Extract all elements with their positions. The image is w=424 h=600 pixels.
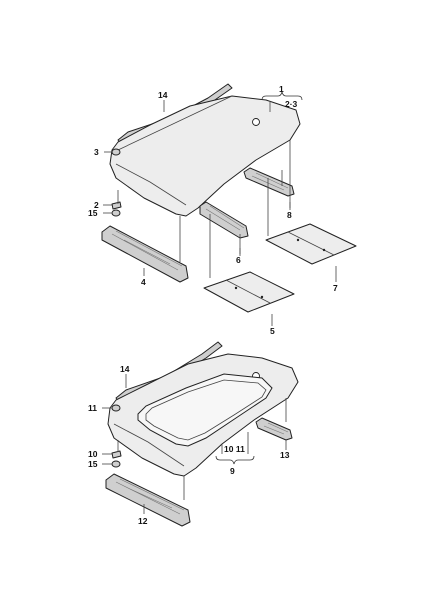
bottom-roof-assembly bbox=[102, 341, 299, 527]
callout-4: 4 bbox=[141, 277, 146, 287]
callout-11: 11 bbox=[88, 403, 97, 413]
roof-bow-rear bbox=[243, 167, 295, 197]
callout-2-3: 2·3 bbox=[285, 99, 298, 109]
callout-14-top: 14 bbox=[158, 90, 168, 100]
callout-15-bottom: 15 bbox=[88, 459, 98, 469]
nut-15-top bbox=[111, 209, 121, 217]
callout-8: 8 bbox=[287, 210, 292, 220]
roof-panel-top bbox=[109, 95, 301, 217]
roof-bow-bottom-rear bbox=[255, 417, 293, 441]
bolt-10 bbox=[111, 450, 122, 459]
callout-1: 1 bbox=[279, 84, 284, 94]
callout-10-11: 10 11 bbox=[224, 444, 245, 454]
top-roof-assembly bbox=[101, 83, 357, 326]
callout-3: 3 bbox=[94, 147, 99, 157]
callout-9: 9 bbox=[230, 466, 235, 476]
sunroof-opening bbox=[137, 373, 273, 447]
callout-labels: 1 2·3 14 3 2 15 4 6 8 7 5 14 11 10 15 12… bbox=[88, 84, 338, 526]
callout-6: 6 bbox=[236, 255, 241, 265]
callout-12: 12 bbox=[138, 516, 148, 526]
callout-15-top: 15 bbox=[88, 208, 98, 218]
callout-5: 5 bbox=[270, 326, 275, 336]
callout-13: 13 bbox=[280, 450, 290, 460]
bolt-2 bbox=[111, 201, 122, 210]
roof-front-header-bottom bbox=[105, 473, 191, 527]
insulation-pad-7 bbox=[265, 223, 357, 265]
nut-15-bottom bbox=[111, 460, 121, 468]
roof-front-header bbox=[101, 225, 189, 283]
callout-14-bottom: 14 bbox=[120, 364, 130, 374]
callout-2: 2 bbox=[94, 200, 99, 210]
callout-10: 10 bbox=[88, 449, 98, 459]
callout-7: 7 bbox=[333, 283, 338, 293]
antenna-hole-top bbox=[252, 118, 260, 126]
clip-11 bbox=[111, 404, 121, 412]
clip-3 bbox=[111, 148, 121, 156]
